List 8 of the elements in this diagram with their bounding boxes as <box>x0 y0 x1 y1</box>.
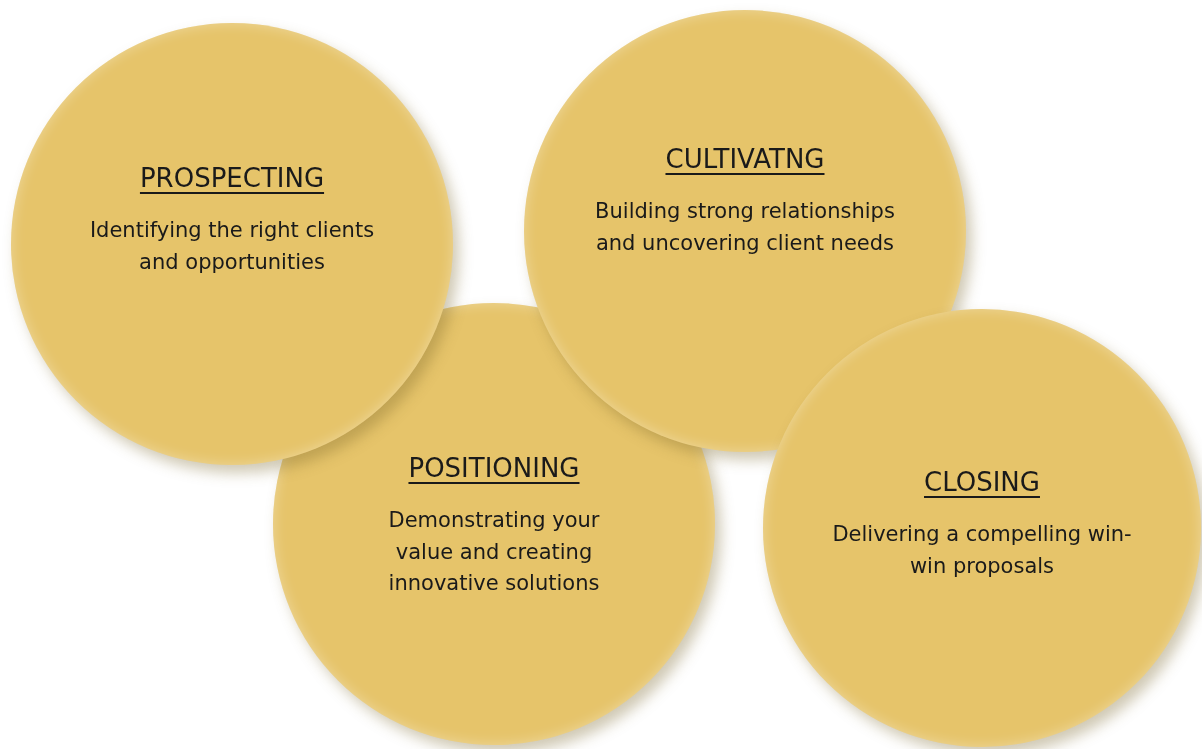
stage-title: CLOSING <box>924 467 1040 497</box>
stage-title: POSITIONING <box>408 453 580 483</box>
stage-title: PROSPECTING <box>139 163 325 193</box>
stage-description: Delivering a compelling win-win proposals <box>832 521 1132 580</box>
stage-title: CULTIVATNG <box>665 144 825 174</box>
stage-description: Building strong relationships and uncovering client needs <box>594 198 896 257</box>
stage-description: Demonstrating your value and creating innovative solutions <box>387 507 601 597</box>
stage-description: Identifying the right clients and opportunities <box>88 217 376 276</box>
